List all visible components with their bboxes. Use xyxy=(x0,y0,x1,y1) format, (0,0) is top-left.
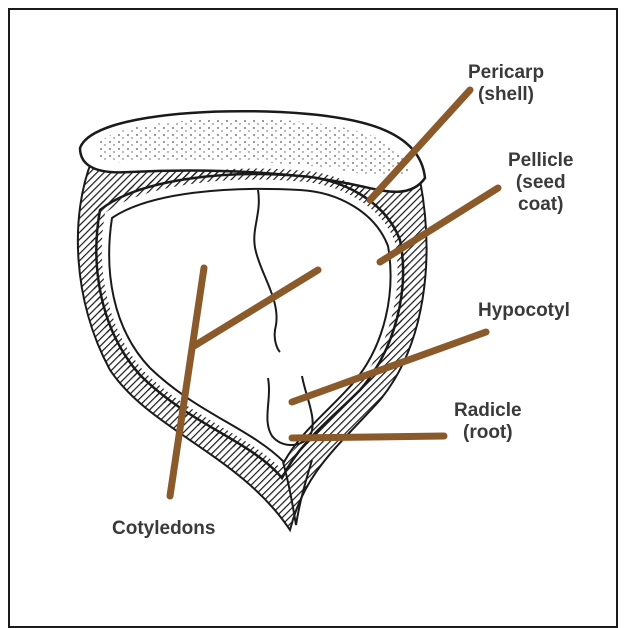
label-cotyledons: Cotyledons xyxy=(112,518,215,540)
label-pellicle-line1: Pellicle xyxy=(508,150,574,172)
label-pellicle-line2: (seed xyxy=(508,172,574,194)
label-radicle: Radicle (root) xyxy=(454,400,522,444)
leader-radicle xyxy=(292,436,444,438)
label-radicle-line2: (root) xyxy=(454,422,522,444)
label-cotyledons-line1: Cotyledons xyxy=(112,518,215,540)
label-radicle-line1: Radicle xyxy=(454,400,522,422)
label-hypocotyl: Hypocotyl xyxy=(478,300,570,322)
label-pericarp-line1: Pericarp xyxy=(468,62,544,84)
label-pericarp-line2: (shell) xyxy=(468,84,544,106)
label-hypocotyl-line1: Hypocotyl xyxy=(478,300,570,322)
label-pericarp: Pericarp (shell) xyxy=(468,62,544,106)
label-pellicle-line3: coat) xyxy=(508,194,574,216)
label-pellicle: Pellicle (seed coat) xyxy=(508,150,574,216)
